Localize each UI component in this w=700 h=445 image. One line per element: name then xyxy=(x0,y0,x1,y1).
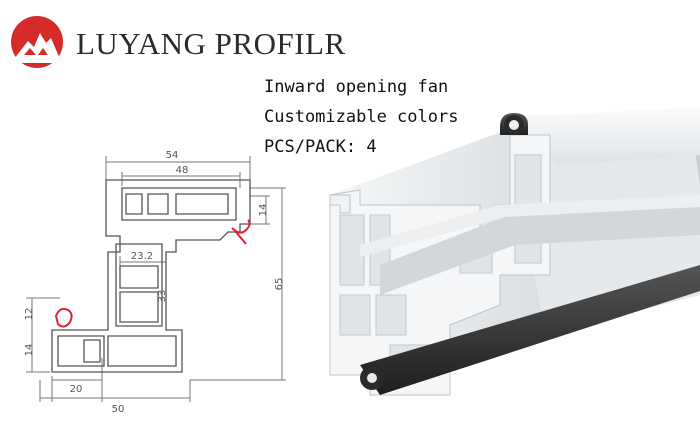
dim-left-lower: 14 xyxy=(24,344,35,357)
mountain-peaks-logo-icon xyxy=(11,16,63,68)
brand-name: LUYANG PROFILR xyxy=(76,26,346,61)
dim-total-height: 65 xyxy=(274,278,285,291)
dim-top-outer: 54 xyxy=(166,150,179,161)
profile-3d-render xyxy=(329,107,700,396)
dim-mid-height: 33 xyxy=(157,290,168,303)
spec-colors: Customizable colors xyxy=(264,107,459,127)
dim-right-small: 14 xyxy=(258,204,269,217)
technical-cross-section-drawing: 54 48 14 23.2 33 65 12 14 20 50 xyxy=(24,150,286,415)
dim-mid-width: 23.2 xyxy=(131,251,153,262)
spec-opening: Inward opening fan xyxy=(264,77,449,97)
dim-bottom-total: 50 xyxy=(112,404,125,415)
dim-top-inner: 48 xyxy=(176,165,189,176)
dim-left-upper: 12 xyxy=(24,308,35,321)
dim-bottom-inner: 20 xyxy=(70,384,83,395)
spec-pack: PCS/PACK: 4 xyxy=(264,137,377,157)
